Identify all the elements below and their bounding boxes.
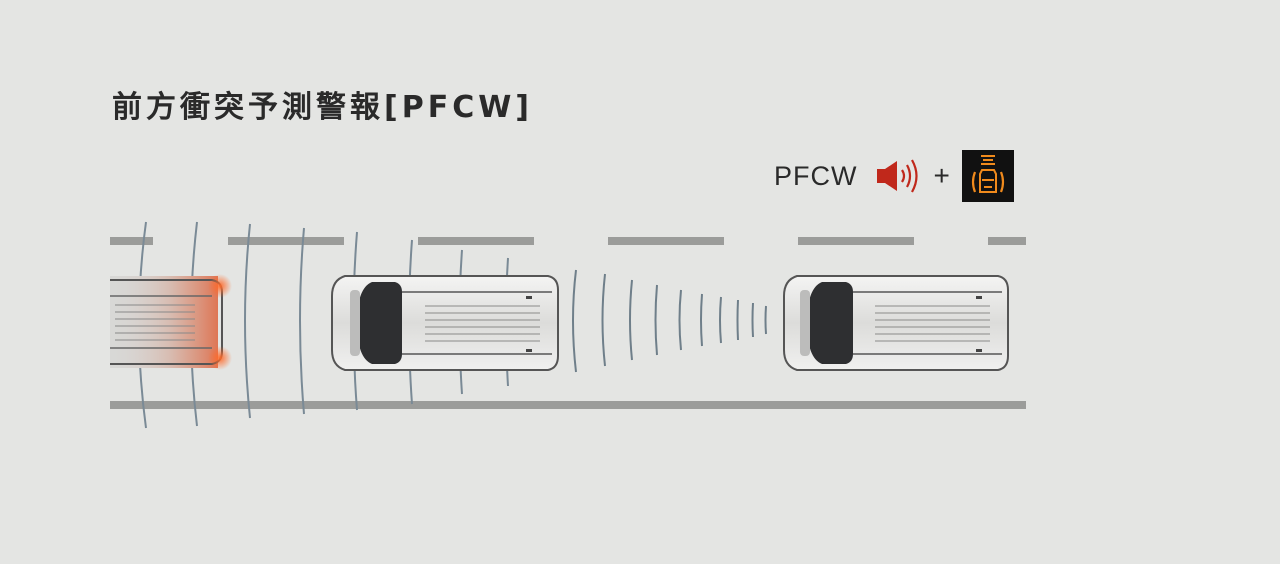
lane-markings xyxy=(110,237,1026,409)
detection-waves-front xyxy=(572,269,767,373)
pfcw-indicator-icon xyxy=(961,150,1014,202)
pfcw-label: PFCW xyxy=(774,160,858,191)
front-car xyxy=(783,275,1009,371)
rear-car xyxy=(110,274,232,370)
middle-car xyxy=(331,275,559,371)
page-title: 前方衝突予測警報[PFCW] xyxy=(112,90,534,125)
speaker-icon xyxy=(877,159,919,193)
pfcw-legend: PFCW + xyxy=(774,150,1014,202)
plus-sign: + xyxy=(933,160,950,191)
